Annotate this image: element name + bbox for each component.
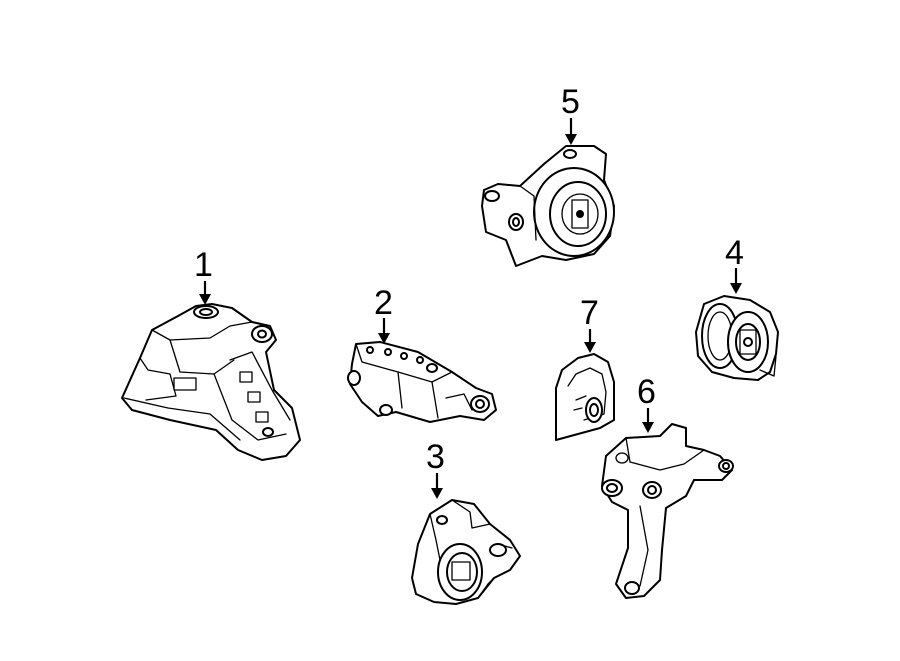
part-6-lower-bracket (601, 423, 734, 599)
part-1-engine-mount (121, 303, 301, 461)
arrow-7 (584, 329, 596, 353)
callout-1: 1 (194, 246, 213, 284)
callout-6: 6 (637, 373, 656, 411)
arrow-2 (378, 318, 390, 344)
callout-3: 3 (426, 438, 445, 476)
callout-5: 5 (561, 83, 580, 121)
part-3-transmission-mount (411, 499, 521, 605)
part-7-insulator (555, 353, 615, 441)
part-2-mount-bracket (347, 341, 497, 423)
callout-7: 7 (580, 294, 599, 332)
part-5-upper-mount (481, 145, 615, 267)
arrow-5 (565, 118, 577, 145)
arrow-1 (199, 281, 211, 305)
callout-4: 4 (725, 234, 744, 272)
arrow-6 (642, 408, 654, 433)
part-4-isolator (695, 295, 779, 381)
arrow-4 (730, 268, 742, 294)
arrow-3 (431, 473, 443, 499)
callout-2: 2 (374, 284, 393, 322)
